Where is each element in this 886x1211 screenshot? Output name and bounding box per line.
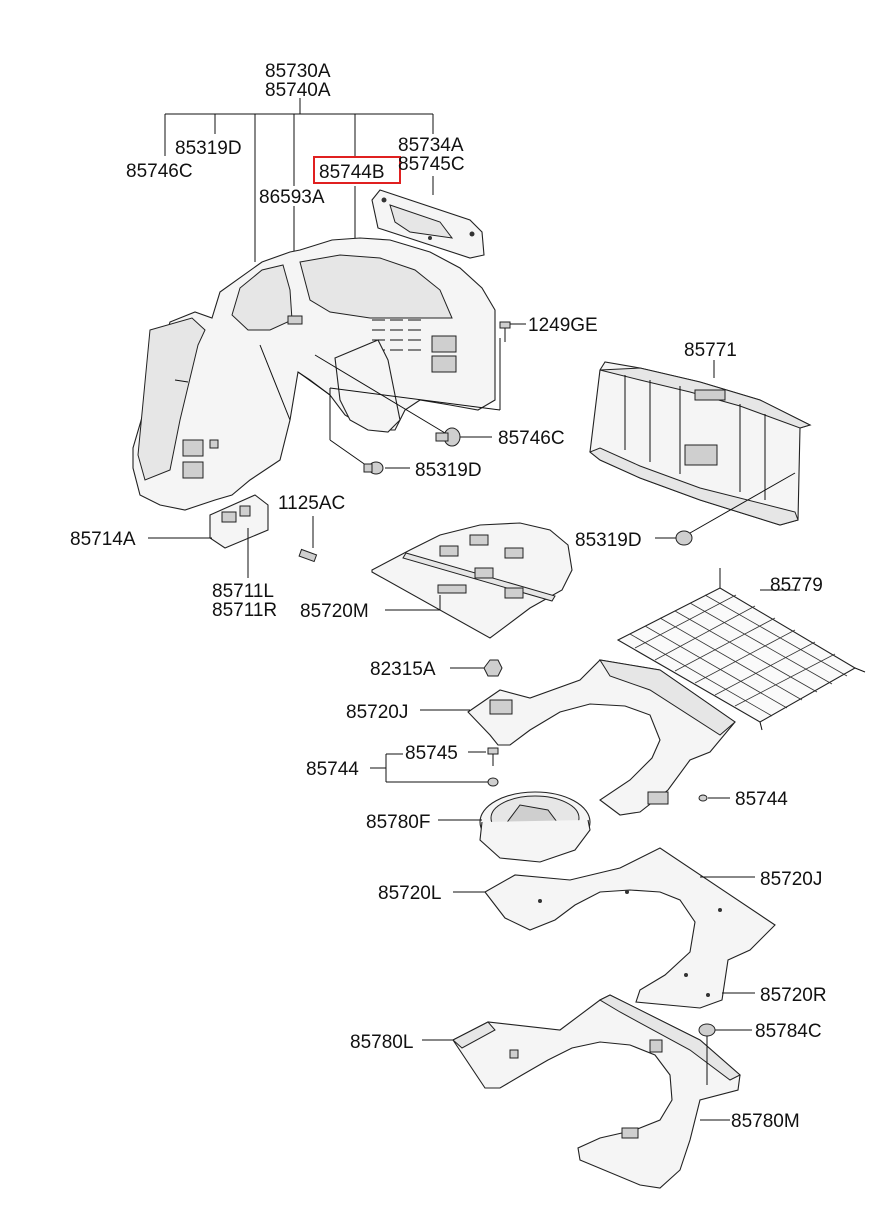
label-85746C-top: 85746C bbox=[126, 161, 193, 182]
luggage-board-85720M bbox=[371, 522, 573, 639]
lower-tray-85780 bbox=[422, 994, 752, 1189]
clip-85319D-mid bbox=[363, 461, 384, 475]
cargo-net-85779 bbox=[616, 568, 866, 731]
label-1249GE: 1249GE bbox=[528, 315, 598, 336]
side-trim-assembly bbox=[132, 237, 496, 511]
label-85711R: 85711R bbox=[212, 600, 277, 621]
label-85779: 85779 bbox=[770, 575, 823, 596]
screw-1125AC bbox=[298, 516, 318, 563]
label-85720M: 85720M bbox=[300, 601, 369, 622]
tray-85780F bbox=[438, 791, 591, 863]
label-85720R: 85720R bbox=[760, 985, 827, 1006]
label-85744-left: 85744 bbox=[306, 759, 359, 780]
label-85734A: 85734A bbox=[398, 135, 464, 156]
label-85711L: 85711L bbox=[212, 581, 274, 602]
part-labels: 85730A 85740A 85319D 85746C 85734A 85745… bbox=[70, 61, 827, 1132]
label-85744-right: 85744 bbox=[735, 789, 788, 810]
label-85771: 85771 bbox=[684, 340, 737, 361]
bolt-1249GE bbox=[499, 321, 526, 342]
label-85780L: 85780L bbox=[350, 1032, 413, 1053]
label-85319D-mid: 85319D bbox=[415, 460, 482, 481]
bracket-85714A bbox=[148, 494, 269, 578]
label-85730A: 85730A bbox=[265, 61, 331, 82]
label-85780F: 85780F bbox=[366, 812, 430, 833]
upper-trim-cover bbox=[371, 189, 485, 259]
label-85720L: 85720L bbox=[378, 883, 441, 904]
label-85784C: 85784C bbox=[755, 1021, 822, 1042]
fasteners-85744-group bbox=[370, 747, 730, 802]
side-fastener-leaders bbox=[314, 338, 501, 469]
label-85745: 85745 bbox=[405, 743, 458, 764]
label-85714A: 85714A bbox=[70, 529, 136, 550]
label-85740A: 85740A bbox=[265, 80, 331, 101]
floor-trim-85720J bbox=[420, 659, 736, 816]
label-82315A: 82315A bbox=[370, 659, 436, 680]
label-1125AC: 1125AC bbox=[278, 493, 345, 514]
label-86593A: 86593A bbox=[259, 187, 325, 208]
label-85746C-mid: 85746C bbox=[498, 428, 565, 449]
label-85720J-b: 85720J bbox=[760, 869, 822, 890]
fastener-82315A bbox=[483, 659, 503, 677]
floor-mats bbox=[453, 847, 776, 1009]
clip-85746C bbox=[435, 427, 461, 447]
label-85720J-a: 85720J bbox=[346, 702, 408, 723]
label-85745C: 85745C bbox=[398, 154, 465, 175]
label-85744B: 85744B bbox=[319, 162, 385, 183]
transverse-trim-85771 bbox=[589, 360, 812, 546]
label-85319D-right: 85319D bbox=[575, 530, 642, 551]
highlight-box bbox=[313, 156, 401, 184]
label-85319D-top: 85319D bbox=[175, 138, 242, 159]
label-85780M: 85780M bbox=[731, 1111, 800, 1132]
